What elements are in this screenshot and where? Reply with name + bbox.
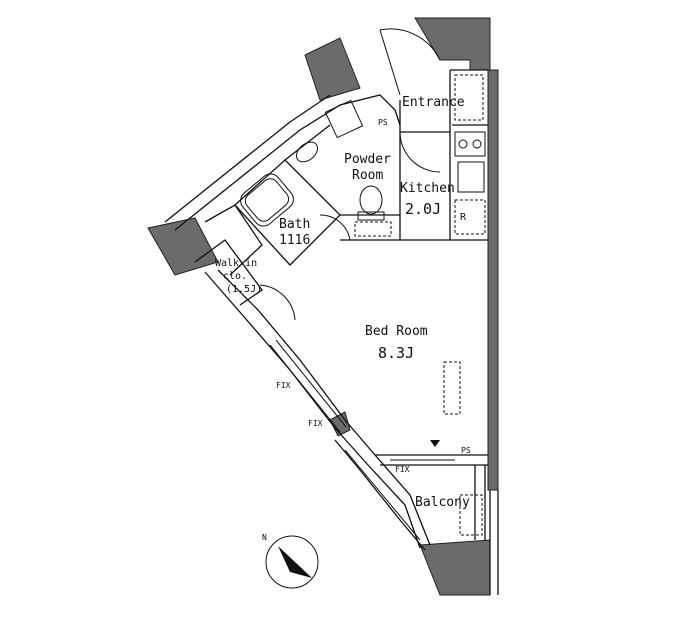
label-walkin-size: (1.5J) <box>226 284 262 295</box>
label-powder-room-1: Powder <box>344 152 391 167</box>
fix-window-1: FIX <box>276 381 291 390</box>
washing-machine <box>324 99 364 139</box>
shoe-cabinet <box>454 74 484 121</box>
outer-walls <box>164 94 499 595</box>
label-bedroom: Bed Room <box>365 324 428 339</box>
label-kitchen: Kitchen <box>400 181 455 196</box>
label-walkin-2: clo. <box>223 271 247 282</box>
bathtub <box>240 173 294 227</box>
interior-walls <box>194 69 488 541</box>
label-bath-size: 1116 <box>279 233 310 248</box>
label-bedroom-size: 8.3J <box>378 344 414 362</box>
bedroom-fixture <box>443 361 461 415</box>
structural-walls <box>147 17 499 596</box>
label-bath: Bath <box>279 217 310 232</box>
stove <box>454 131 486 157</box>
vent-icon <box>430 440 440 447</box>
closet-door-swing <box>259 284 296 321</box>
wall-top-right <box>414 17 491 71</box>
kitchen-sink <box>457 161 485 193</box>
room-labels: Entrance Powder Room Kitchen 2.0J Bath 1… <box>215 95 470 510</box>
fix-window-2: FIX <box>308 419 323 428</box>
label-kitchen-size: 2.0J <box>405 200 441 218</box>
washbasin <box>295 141 319 163</box>
ps-mark-bottom: PS <box>461 446 471 455</box>
label-balcony: Balcony <box>415 495 470 510</box>
wall-left-column <box>147 217 219 276</box>
burner-icon <box>458 139 468 149</box>
wall-right <box>487 69 499 491</box>
label-walkin-1: Walk-in <box>215 258 257 269</box>
bath-door-swing <box>319 214 351 241</box>
compass-needle-icon <box>278 546 312 578</box>
entrance-door-swing <box>379 28 441 61</box>
small-marks: PS PS R FIX FIX FIX <box>276 118 471 474</box>
wall-bottom-right <box>419 539 491 596</box>
burner-icon <box>472 139 482 149</box>
toilet <box>359 185 383 215</box>
wall-meter-box <box>304 37 361 101</box>
label-powder-room-2: Room <box>352 168 383 183</box>
refrigerator-space <box>454 199 486 235</box>
compass-circle <box>265 535 319 589</box>
wall-small-column <box>329 411 351 437</box>
balcony-outdoor-unit <box>459 494 483 536</box>
doors <box>259 28 455 461</box>
label-entrance: Entrance <box>402 95 465 110</box>
fixtures <box>240 74 486 536</box>
ps-mark-top: PS <box>378 118 388 127</box>
kitchen-door-swing <box>399 131 441 173</box>
refrigerator-mark: R <box>460 212 467 223</box>
compass: N <box>262 533 319 589</box>
compass-north-label: N <box>262 533 267 542</box>
fix-window-3: FIX <box>395 465 410 474</box>
